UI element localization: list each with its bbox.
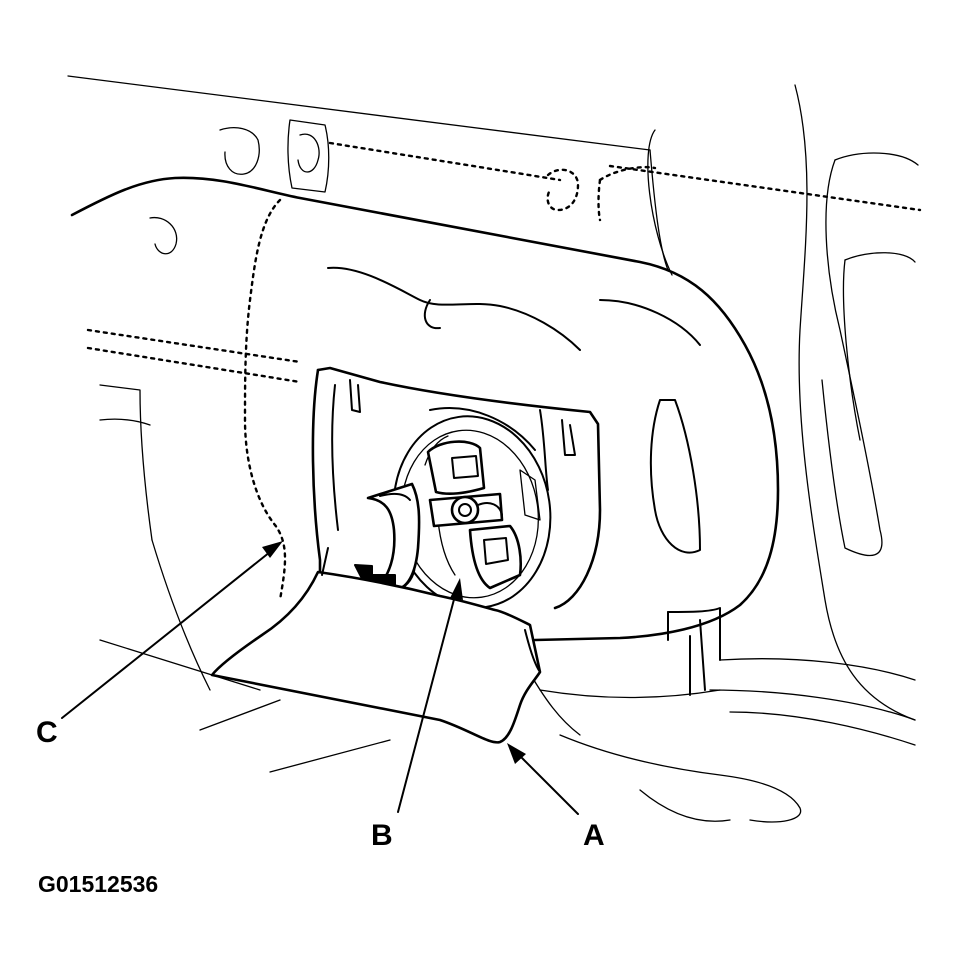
callout-leaders <box>61 541 579 815</box>
hold-down-bracket-b <box>426 440 522 590</box>
trunk-floor-trim-flap-a <box>210 547 542 744</box>
figure-id: G01512536 <box>38 871 158 897</box>
callout-label-b: B <box>371 819 393 852</box>
callout-label-a: A <box>583 819 605 852</box>
body-panel-outlines <box>67 75 919 823</box>
trunk-side-trim-panel <box>70 176 780 696</box>
hidden-edge-dotted-lines <box>86 141 922 602</box>
callout-label-c: C <box>36 716 58 749</box>
spare-tire-well <box>311 366 602 610</box>
